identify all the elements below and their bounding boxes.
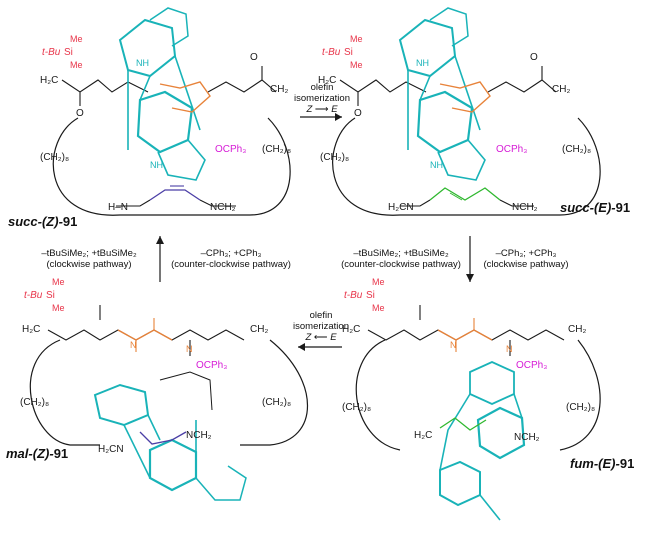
- conditions-right-b: –CPh₃; +CPh₃ (clockwise pathway): [483, 248, 569, 270]
- ch2-text: CH₂: [270, 84, 288, 95]
- o-text: O: [250, 52, 258, 63]
- molecule-succ-E: t-Bu Si Me Me H₂C O O CH₂ OCPh₃ (CH₂)₈ (…: [318, 7, 601, 216]
- chain-text: (CH₂)₈: [320, 152, 349, 163]
- nch2-text: NCH₂: [186, 430, 212, 441]
- tbu-text: t-Bu: [42, 47, 61, 58]
- o-text: O: [354, 108, 362, 119]
- note-bottom: olefin isomerization Z ⟵ E: [293, 310, 349, 343]
- tbu-text: t-Bu: [322, 47, 341, 58]
- arrow-bottom: [298, 343, 342, 351]
- chain-text: (CH₂)₈: [40, 152, 69, 163]
- label-succ-E: succ-(E)-91: [560, 200, 631, 215]
- ocph3-text: OCPh₃: [496, 144, 527, 155]
- molecule-succ-Z: t-Bu Si Me Me H₂C O O CH₂ OCPh₃ (CH₂)₈ (…: [40, 7, 291, 216]
- tbu-text: t-Bu: [344, 290, 363, 301]
- nch2-text: NCH₂: [210, 202, 236, 213]
- chain-text: (CH₂)₈: [262, 397, 291, 408]
- h2c-text: H₂C: [318, 75, 336, 86]
- nch2-text: NCH₂: [512, 202, 538, 213]
- molecule-mal-Z: t-Bu Si Me Me H₂C CH₂ OCPh₃ (CH₂)₈ (CH₂)…: [20, 277, 309, 501]
- nh-text: NH: [430, 160, 443, 170]
- n-text: N: [506, 344, 513, 354]
- nh-text: NH: [150, 160, 163, 170]
- ocph3-text: OCPh₃: [516, 360, 547, 371]
- label-fum-E: fum-(E)-91: [570, 456, 635, 471]
- molecule-fum-E: t-Bu Si Me Me H₂C CH₂ OCPh₃ (CH₂)₈ (CH₂)…: [342, 277, 601, 521]
- me-text: Me: [70, 34, 83, 44]
- nh-text: NH: [416, 58, 429, 68]
- chain-text: (CH₂)₈: [262, 144, 291, 155]
- arrow-right-vertical: [466, 236, 474, 282]
- ch2-text: CH₂: [552, 84, 570, 95]
- h2c-text: H₂C: [40, 75, 58, 86]
- si-text: Si: [64, 47, 73, 58]
- si-text: Si: [366, 290, 375, 301]
- arrow-left-vertical: [156, 236, 164, 282]
- ch2-text: CH₂: [568, 324, 586, 335]
- chain-text: (CH₂)₈: [562, 144, 591, 155]
- ocph3-text: OCPh₃: [215, 144, 246, 155]
- o-text: O: [76, 108, 84, 119]
- me-text: Me: [70, 60, 83, 70]
- me-text: Me: [52, 277, 65, 287]
- label-succ-Z: succ-(Z)-91: [8, 214, 78, 229]
- tbu-text: t-Bu: [24, 290, 43, 301]
- ocph3-text: OCPh₃: [196, 360, 227, 371]
- ch2-text: CH₂: [250, 324, 268, 335]
- me-text: Me: [52, 303, 65, 313]
- n-text: N: [450, 340, 457, 350]
- chain-text: (CH₂)₈: [566, 402, 595, 413]
- o-text: O: [530, 52, 538, 63]
- h2cn-text: H₂CN: [388, 202, 414, 213]
- nh-text: NH: [136, 58, 149, 68]
- me-text: Me: [372, 277, 385, 287]
- label-mal-Z: mal-(Z)-91: [6, 446, 69, 461]
- h2cn-text: H₂CN: [98, 444, 124, 455]
- arrow-top: [300, 113, 342, 121]
- conditions-left-b: –CPh₃; +CPh₃ (counter-clockwise pathway): [171, 248, 291, 270]
- h2c-text: H₂C: [22, 324, 40, 335]
- h2c-text: H₂C: [342, 324, 360, 335]
- n-text: N: [186, 344, 193, 354]
- hn-text: H–N: [108, 202, 128, 213]
- nch2-text: NCH₂: [514, 432, 540, 443]
- me-text: Me: [350, 34, 363, 44]
- chain-text: (CH₂)₈: [342, 402, 371, 413]
- n-text: N: [130, 340, 137, 350]
- me-text: Me: [372, 303, 385, 313]
- conditions-left-a: –tBuSiMe₂; +tBuSiMe₂ (clockwise pathway): [41, 248, 137, 270]
- chain-text: (CH₂)₈: [20, 397, 49, 408]
- si-text: Si: [46, 290, 55, 301]
- conditions-right-a: –tBuSiMe₂; +tBuSiMe₂ (counter-clockwise …: [341, 248, 461, 270]
- me-text: Me: [350, 60, 363, 70]
- h2c-text: H₂C: [414, 430, 432, 441]
- note-top: olefin isomerization Z ⟶ E: [294, 82, 350, 115]
- si-text: Si: [344, 47, 353, 58]
